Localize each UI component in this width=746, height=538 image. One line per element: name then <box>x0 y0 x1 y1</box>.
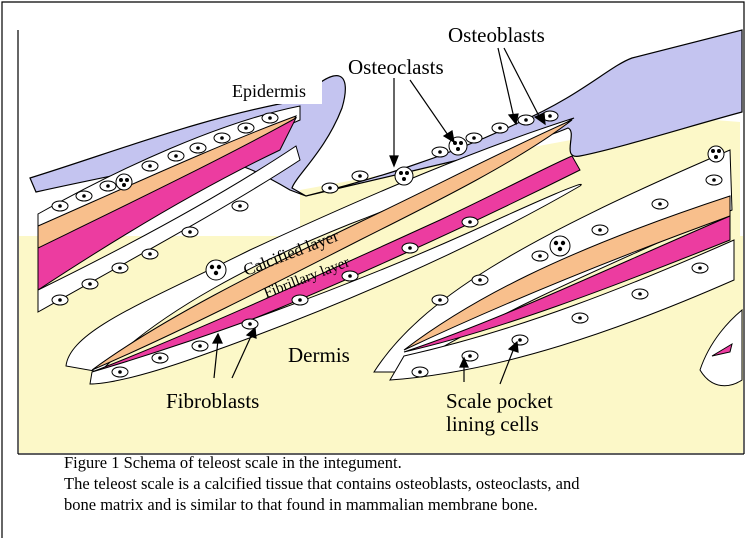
label-dermis: Dermis <box>288 343 350 367</box>
caption-line-2: bone matrix and is similar to that found… <box>64 494 734 515</box>
label-lining-cells: lining cells <box>446 412 539 436</box>
label-osteoclasts: Osteoclasts <box>348 55 444 79</box>
label-epidermis: Epidermis <box>232 81 306 101</box>
label-osteoblasts: Osteoblasts <box>448 23 545 47</box>
caption-line-1: The teleost scale is a calcified tissue … <box>64 473 734 494</box>
caption-title: Figure 1 Schema of teleost scale in the … <box>64 452 734 473</box>
figure-caption: Figure 1 Schema of teleost scale in the … <box>64 452 734 515</box>
label-scale-pocket: Scale pocket <box>446 389 553 413</box>
label-fibroblasts: Fibroblasts <box>166 389 259 413</box>
